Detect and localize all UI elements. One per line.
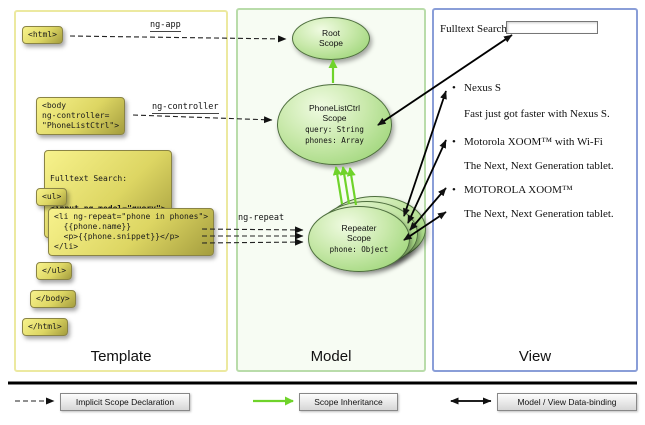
legend-model-view-data-binding: Model / View Data-binding <box>497 393 637 411</box>
list-item: • Nexus S <box>452 82 501 95</box>
root-scope-ellipse: Root Scope <box>292 17 370 60</box>
legend-implicit-scope-declaration: Implicit Scope Declaration <box>60 393 190 411</box>
code-ul-close: </ul> <box>36 262 73 280</box>
bullet: • <box>452 136 456 148</box>
view-panel-label: View <box>518 348 552 365</box>
list-item-text: Fast just got faster with Nexus S. <box>464 108 610 120</box>
list-item-text: The Next, Next Generation tablet. <box>464 160 614 172</box>
ng-repeat-label: ng-repeat <box>238 213 285 223</box>
list-item-text: Motorola XOOM™ with Wi-Fi <box>464 136 603 148</box>
phonelistctrl-query-prop: query: String <box>305 125 364 134</box>
root-scope-title: Root Scope <box>318 28 344 48</box>
list-item: • Motorola XOOM™ with Wi-Fi <box>452 136 603 149</box>
legend-scope-inheritance: Scope Inheritance <box>299 393 398 411</box>
model-panel-label: Model <box>310 348 352 365</box>
bullet: • <box>452 184 456 196</box>
list-item: Fast just got faster with Nexus S. <box>464 108 610 121</box>
list-item-text: MOTOROLA XOOM™ <box>464 184 573 196</box>
list-item: The Next, Next Generation tablet. <box>464 160 614 173</box>
ng-controller-label: ng-controller <box>152 102 219 114</box>
repeater-phone-prop: phone: Object <box>329 245 389 254</box>
code-body-open: <body ng-controller= "PhoneListCtrl"> <box>36 97 126 135</box>
view-fulltext-label: Fulltext Search: <box>440 23 510 35</box>
code-li-ng-repeat: <li ng-repeat="phone in phones"> {{phone… <box>48 208 215 256</box>
phonelistctrl-scope-title: PhoneListCtrl Scope <box>308 103 361 123</box>
phonelistctrl-scope-ellipse: PhoneListCtrl Scope query: String phones… <box>277 84 392 165</box>
code-ul-open: <ul> <box>36 188 68 206</box>
code-fulltext-label: Fulltext Search: <box>50 174 128 183</box>
model-panel: Model <box>236 8 426 372</box>
code-html-open: <html> <box>22 26 63 44</box>
template-panel-label: Template <box>90 348 152 365</box>
list-item-text: Nexus S <box>464 82 501 94</box>
list-item: The Next, Next Generation tablet. <box>464 208 614 221</box>
list-item: • MOTOROLA XOOM™ <box>452 184 573 197</box>
bullet: • <box>452 82 456 94</box>
repeater-scope-ellipse: Repeater Scope phone: Object <box>308 206 410 272</box>
ng-app-label: ng-app <box>150 20 181 32</box>
code-body-close: </body> <box>30 290 76 308</box>
code-html-close: </html> <box>22 318 68 336</box>
repeater-scope-title: Repeater Scope <box>341 223 377 243</box>
fulltext-search-input[interactable] <box>506 21 598 34</box>
list-item-text: The Next, Next Generation tablet. <box>464 208 614 220</box>
phonelistctrl-phones-prop: phones: Array <box>305 136 364 145</box>
